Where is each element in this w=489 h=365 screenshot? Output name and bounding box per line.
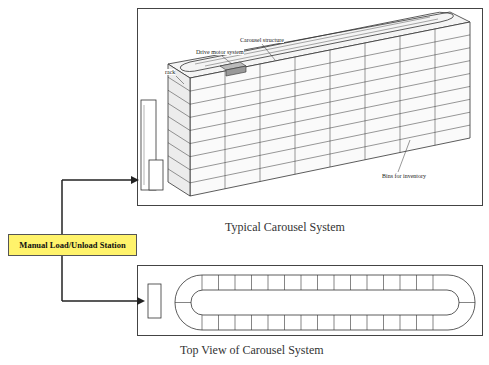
callout-text: Manual Load/Unload Station (19, 240, 125, 250)
figure-caption: Top View of Carousel System (180, 344, 324, 356)
part-label: Drive motor system (196, 49, 244, 55)
part-label: Bins for inventory (382, 173, 426, 179)
figure-caption: Typical Carousel System (225, 221, 345, 233)
callout-box: Manual Load/Unload Station (8, 234, 137, 256)
top-panel (138, 9, 483, 206)
bottom-panel (138, 266, 483, 336)
part-label: Carousel structure (240, 37, 284, 43)
part-label: rack (165, 69, 175, 75)
